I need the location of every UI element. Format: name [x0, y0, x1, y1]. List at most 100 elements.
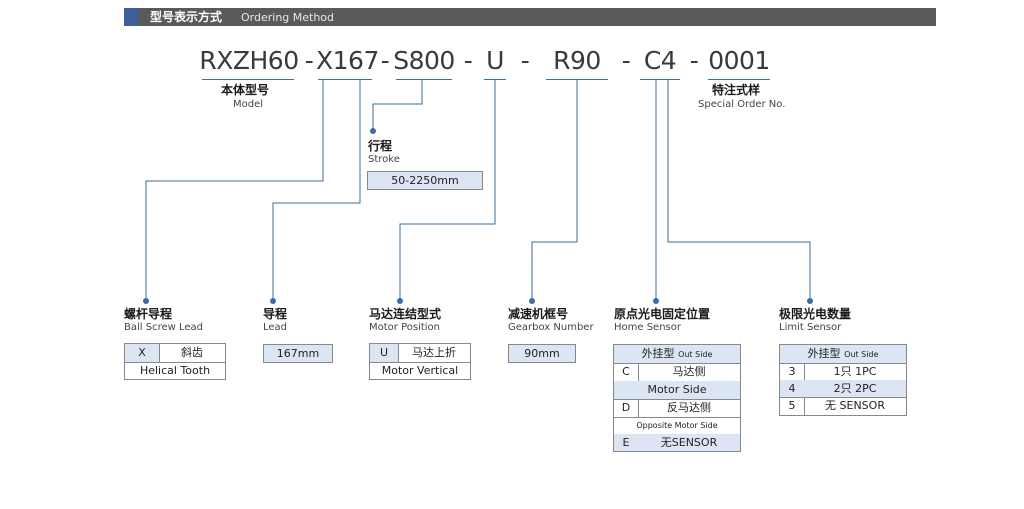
label-limit-cn: 极限光电数量	[779, 307, 852, 321]
header-title-en: Ordering Method	[241, 11, 335, 24]
label-special-cn: 特注式样	[712, 83, 761, 97]
limit-header-cn: 外挂型	[807, 347, 841, 360]
gearbox-value: 90mm	[524, 347, 560, 360]
wire-limit	[667, 79, 811, 300]
code-special: 0001	[708, 46, 770, 75]
label-motorpos-en: Motor Position	[369, 322, 441, 333]
wire-motorpos	[399, 79, 496, 300]
cell-divider	[780, 363, 906, 364]
dot-gearbox	[529, 298, 535, 304]
home-header: 外挂型 Out Side	[614, 345, 740, 363]
limit-header-en: Out Side	[844, 350, 879, 359]
stroke-range: 50-2250mm	[391, 174, 459, 187]
motorpos-table: U 马达上折 Motor Vertical	[369, 343, 471, 380]
home-table: 外挂型 Out Side C 马达侧 Motor Side D 反马达侧 Opp…	[613, 344, 741, 452]
code-sep: -	[304, 46, 314, 75]
underline-gearbox	[546, 79, 608, 80]
home-row2-cn: 反马达侧	[667, 401, 711, 414]
code-model: RXZH60	[199, 46, 299, 75]
header-title-cn: 型号表示方式	[150, 10, 223, 24]
code-sensor: C4	[643, 46, 677, 75]
label-lead-en: Lead	[263, 322, 288, 333]
cell-divider	[125, 362, 225, 363]
home-row1-code: C	[622, 365, 630, 378]
motorpos-code: U	[370, 344, 398, 362]
dot-stroke	[370, 128, 376, 134]
wire-lead	[272, 79, 361, 300]
limit-row-code: 5	[788, 399, 796, 412]
home-row1-cn: 马达侧	[672, 365, 706, 378]
ballscrew-table: X 斜齿 Helical Tooth	[124, 343, 226, 380]
underline-sensor	[640, 79, 680, 80]
home-header-en: Out Side	[678, 350, 713, 359]
home-row2-code: D	[621, 401, 631, 414]
motorpos-en: Motor Vertical	[381, 364, 459, 377]
code-stroke: S800	[393, 46, 455, 75]
label-gearbox-en: Gearbox Number	[508, 322, 594, 333]
stroke-range-box: 50-2250mm	[367, 171, 483, 190]
label-model-en: Model	[233, 99, 264, 110]
cell-divider	[780, 397, 906, 398]
wire-gearbox	[531, 79, 578, 300]
cell-divider	[638, 363, 639, 381]
dot-limit	[807, 298, 813, 304]
cell-divider	[370, 362, 470, 363]
cell-divider	[159, 344, 160, 362]
dot-lead	[270, 298, 276, 304]
lead-box: 167mm	[263, 344, 333, 363]
wire-stroke	[372, 79, 423, 130]
home-row2-en: Opposite Motor Side	[636, 421, 718, 430]
underline-lead	[318, 79, 372, 80]
underline-motor	[484, 79, 506, 80]
code-sep: -	[380, 46, 390, 75]
limit-table: 外挂型 Out Side 3 1只 1PC 4 2只 2PC 5 无 SENSO…	[779, 344, 907, 416]
limit-row-text: 2只 2PC	[804, 380, 906, 397]
dot-motorpos	[397, 298, 403, 304]
label-ballscrew-cn: 螺杆导程	[124, 307, 173, 321]
label-motorpos-cn: 马达连结型式	[369, 307, 442, 321]
label-home-en: Home Sensor	[614, 322, 681, 333]
motorpos-cn: 马达上折	[412, 346, 456, 359]
header-bar	[124, 8, 936, 26]
code-motor: U	[486, 46, 504, 75]
ballscrew-code: X	[125, 344, 159, 362]
dot-ballscrew	[143, 298, 149, 304]
limit-row-text: 无 SENSOR	[825, 399, 885, 412]
ballscrew-en: Helical Tooth	[139, 364, 211, 377]
home-row1-en: Motor Side	[614, 381, 740, 399]
home-header-cn: 外挂型	[641, 347, 675, 360]
label-gearbox-cn: 减速机框号	[508, 307, 569, 321]
label-limit-en: Limit Sensor	[779, 322, 842, 333]
cell-divider	[804, 363, 805, 380]
cell-divider	[398, 344, 399, 362]
limit-row-text: 1只 1PC	[833, 365, 877, 378]
code-gearbox: R90	[553, 46, 601, 75]
underline-model	[202, 79, 294, 80]
label-home-cn: 原点光电固定位置	[614, 307, 711, 321]
cell-divider	[804, 397, 805, 415]
label-special-en: Special Order No.	[698, 99, 786, 110]
code-sep: -	[689, 46, 699, 75]
wire-ballscrew	[145, 79, 324, 300]
label-stroke-cn: 行程	[368, 139, 393, 153]
cell-divider	[614, 363, 740, 364]
header-accent	[124, 8, 138, 26]
limit-row-code: 3	[788, 365, 796, 378]
home-row3-cn: 无SENSOR	[638, 434, 740, 451]
limit-row-code: 4	[780, 380, 804, 397]
label-lead-cn: 导程	[263, 307, 288, 321]
label-model-cn: 本体型号	[221, 83, 270, 97]
limit-header: 外挂型 Out Side	[780, 345, 906, 363]
cell-divider	[614, 399, 740, 400]
cell-divider	[638, 399, 639, 417]
code-sep: -	[621, 46, 631, 75]
gearbox-box: 90mm	[508, 344, 576, 363]
ballscrew-cn: 斜齿	[181, 346, 203, 359]
code-sep: -	[520, 46, 530, 75]
lead-value: 167mm	[276, 347, 320, 360]
underline-special	[708, 79, 770, 80]
underline-stroke	[396, 79, 452, 80]
home-row3-code: E	[614, 434, 638, 451]
code-lead: X167	[316, 46, 379, 75]
